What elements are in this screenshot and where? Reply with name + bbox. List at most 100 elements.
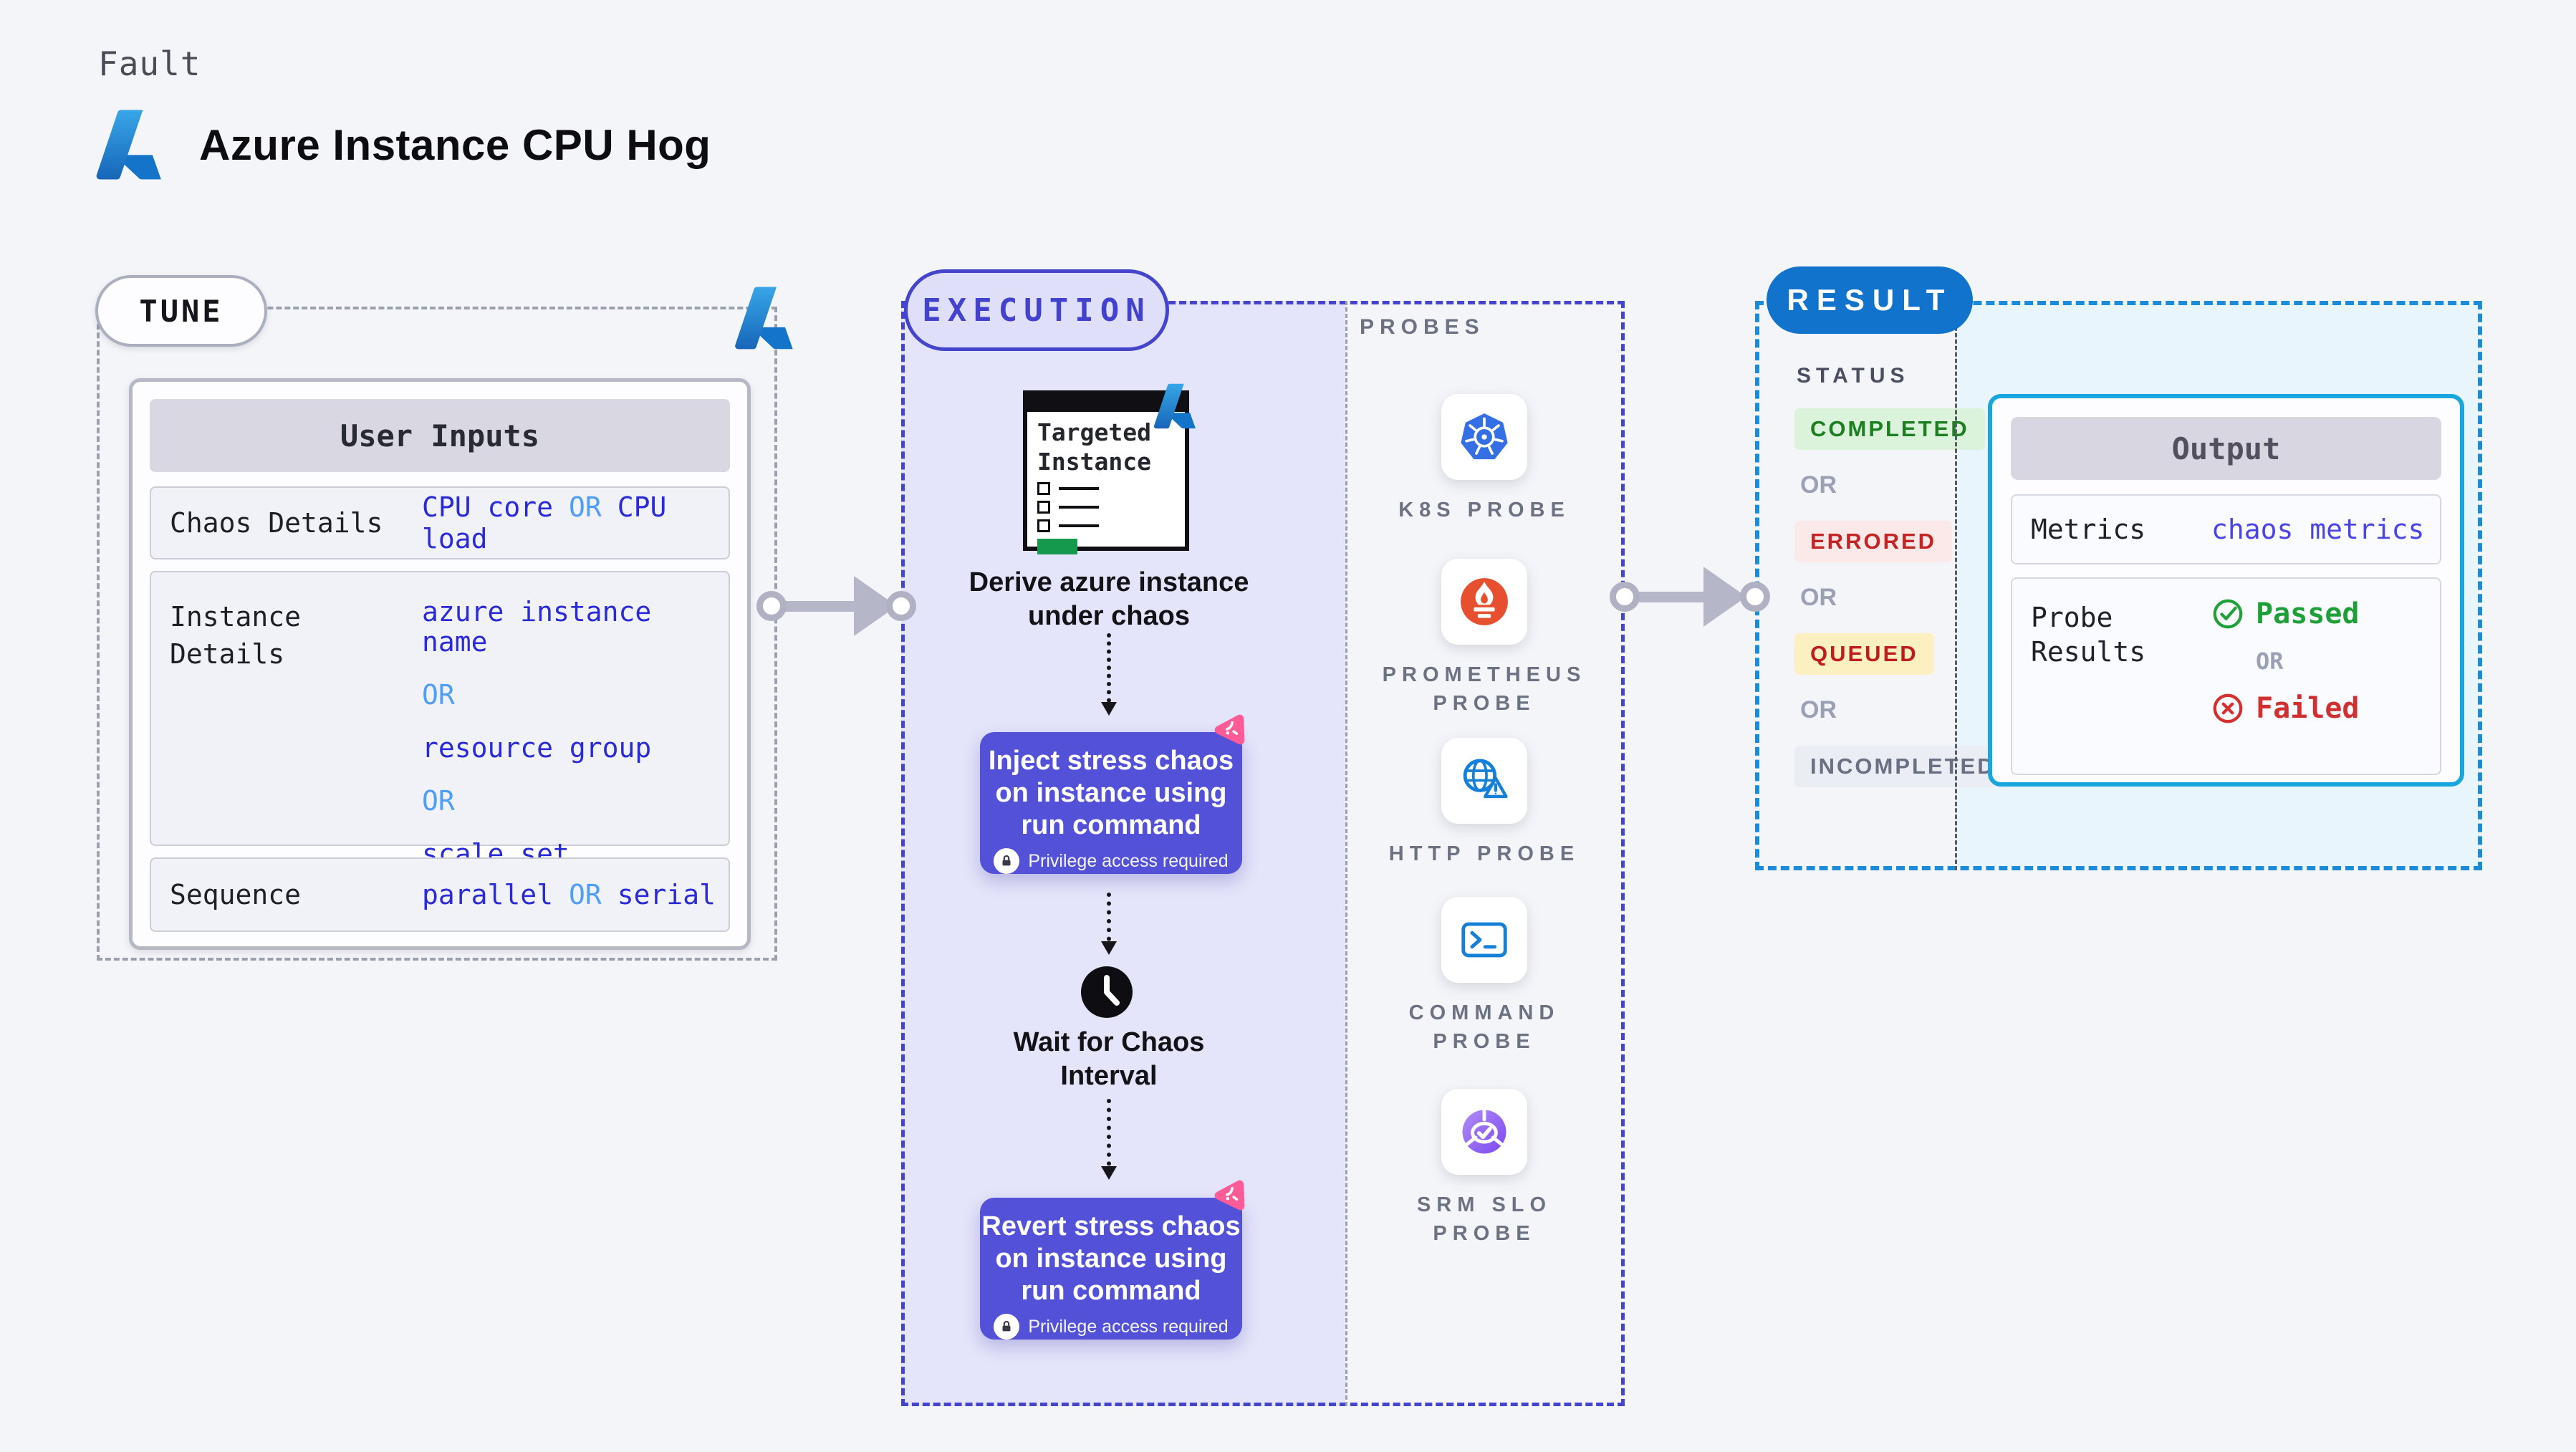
text-line: PROBE: [1433, 1222, 1536, 1245]
text-line: run command: [1021, 810, 1201, 840]
checkbox-row: [1037, 501, 1185, 514]
execution-section-box: [901, 301, 1625, 1406]
or-label: OR: [569, 491, 602, 523]
text-line: Inject stress chaos: [988, 746, 1234, 776]
text-line: Wait for Chaos: [1013, 1027, 1205, 1057]
azure-window-icon: [1152, 378, 1203, 434]
or-label: OR: [1800, 696, 1837, 723]
value-text: azure instance name: [422, 596, 652, 658]
status-item: OR: [1794, 584, 1966, 612]
text-line: [1059, 524, 1099, 527]
arrow-head-icon: [1703, 567, 1746, 627]
green-button: [1037, 539, 1077, 554]
text-line: PROBE: [1433, 1030, 1536, 1053]
kubernetes-icon: [1441, 394, 1527, 480]
text-line: Probe: [2031, 602, 2113, 633]
probe-label: HTTP PROBE: [1370, 840, 1599, 868]
probe-label: SRM SLO PROBE: [1370, 1191, 1599, 1248]
connector-dot: [1740, 582, 1770, 612]
status-badge: QUEUED: [1794, 633, 1934, 675]
text-line: Details: [170, 638, 285, 670]
passed-row: Passed: [2211, 597, 2360, 630]
value-text: CPU core: [422, 491, 554, 523]
status-badge: INCOMPLETED: [1794, 746, 2012, 787]
text-line: [1059, 506, 1099, 509]
text-line: Instance: [170, 601, 302, 633]
text-line: SRM SLO: [1416, 1193, 1552, 1216]
text-line: Targeted: [1037, 418, 1151, 446]
metrics-label: Metrics: [2031, 514, 2146, 545]
privilege-note: Privilege access required: [980, 1314, 1242, 1340]
privilege-note-text: Privilege access required: [1028, 1316, 1229, 1337]
text-line: HTTP PROBE: [1388, 842, 1580, 865]
command-icon: [1441, 897, 1527, 983]
or-label: OR: [2256, 648, 2284, 675]
probe-item: K8S PROBE: [1370, 394, 1599, 524]
status-title: STATUS: [1797, 364, 1910, 388]
text-line: on instance using: [995, 778, 1227, 808]
text-line: COMMAND: [1408, 1001, 1560, 1024]
status-item: COMPLETED: [1794, 408, 1985, 450]
or-label: OR: [1800, 584, 1837, 611]
http-icon: [1441, 738, 1527, 824]
value-text: resource group: [422, 732, 652, 764]
x-circle-icon: [2213, 693, 2243, 723]
checkbox-icon: [1037, 519, 1050, 532]
or-label: OR: [422, 785, 455, 817]
chaos-icon: [1212, 711, 1248, 747]
azure-logo-icon: [93, 105, 173, 185]
down-arrow-icon: [1101, 893, 1117, 955]
value-text: parallel: [422, 879, 554, 910]
connector-dot: [1610, 582, 1640, 612]
arrow-shaft: [782, 601, 862, 612]
status-item: OR: [1794, 696, 1966, 724]
status-list: COMPLETED OR ERRORED OR QUEUED OR INCOMPLETED: [1794, 408, 2012, 809]
privilege-note-text: Privilege access required: [1028, 850, 1229, 871]
failed-text: Failed: [2256, 692, 2360, 725]
status-badge: ERRORED: [1794, 521, 1953, 562]
checkbox-icon: [1037, 482, 1050, 495]
srm-slo-icon: [1441, 1089, 1527, 1175]
prometheus-icon: [1441, 559, 1527, 645]
status-item: QUEUED: [1794, 633, 1966, 675]
tune-badge: TUNE: [95, 275, 267, 347]
clock-icon: [1081, 966, 1133, 1018]
row-label: Chaos Details: [170, 507, 383, 539]
failed-row: Failed: [2211, 692, 2360, 725]
arrow-shaft: [1635, 592, 1713, 602]
probe-item: COMMAND PROBE: [1370, 897, 1599, 1056]
azure-corner-icon: [732, 279, 804, 357]
or-label: OR: [422, 679, 455, 711]
text-line: K8S PROBE: [1398, 499, 1570, 521]
down-arrow-icon: [1101, 1099, 1117, 1180]
or-label: OR: [1800, 471, 1837, 499]
checkbox-row: [1037, 519, 1185, 532]
result-badge: RESULT: [1767, 266, 1973, 334]
probe-item: HTTP PROBE: [1370, 738, 1599, 868]
text-line: run command: [1021, 1276, 1201, 1306]
text-line: PROBE: [1433, 692, 1536, 715]
value-text: CPU load: [422, 491, 667, 554]
result-divider: [1955, 301, 1957, 870]
user-inputs-header: User Inputs: [150, 399, 730, 472]
probe-item: SRM SLO PROBE: [1370, 1089, 1599, 1248]
output-header: Output: [2011, 417, 2441, 480]
text-line: Revert stress chaos: [981, 1211, 1241, 1241]
check-circle-icon: [2213, 599, 2243, 629]
output-row-metrics: Metrics chaos metrics: [2011, 494, 2441, 564]
or-label: OR: [569, 879, 602, 910]
